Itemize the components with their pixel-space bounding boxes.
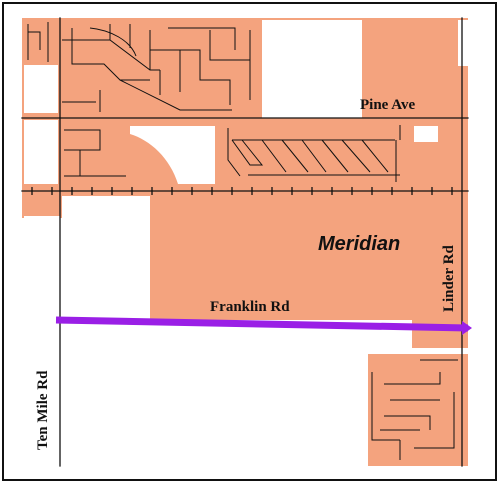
railroad (21, 187, 469, 195)
subdivision-streets-south (371, 359, 458, 460)
subdivision-streets-north (27, 22, 251, 112)
meridian-label: Meridian (318, 233, 400, 255)
franklin-rd-label: Franklin Rd (210, 299, 290, 315)
ten-mile-rd-label: Ten Mile Rd (35, 370, 51, 450)
linder-rd-label: Linder Rd (441, 245, 457, 312)
franklin-rd-route (55, 316, 469, 332)
developed-areas (22, 18, 468, 466)
franklin-rd-route-arrow (462, 321, 472, 335)
subdivision-streets-central (64, 125, 401, 182)
pine-ave-label: Pine Ave (360, 97, 415, 113)
undeveloped-parcels (24, 20, 468, 320)
